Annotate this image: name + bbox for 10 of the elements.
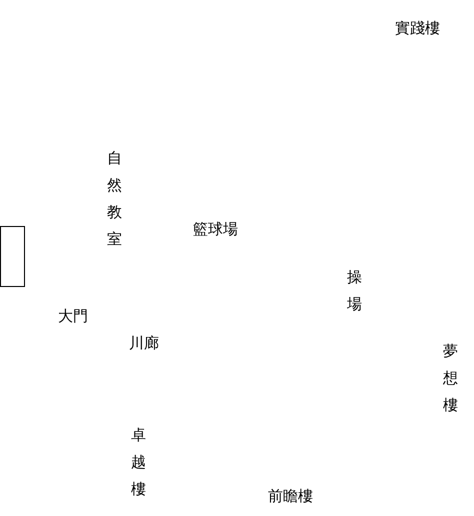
place-label: 自然教室 xyxy=(107,148,122,250)
place-label: 川廊 xyxy=(129,335,159,352)
place-label: 夢想樓 xyxy=(443,341,458,416)
place-label: 操場 xyxy=(347,267,362,315)
place-label: 籃球場 xyxy=(193,221,238,238)
empty-rectangle xyxy=(0,226,25,287)
place-label: 卓越樓 xyxy=(131,425,146,500)
place-label: 前瞻樓 xyxy=(268,488,313,505)
place-label: 大門 xyxy=(58,308,88,325)
place-label: 實踐樓 xyxy=(395,20,440,37)
